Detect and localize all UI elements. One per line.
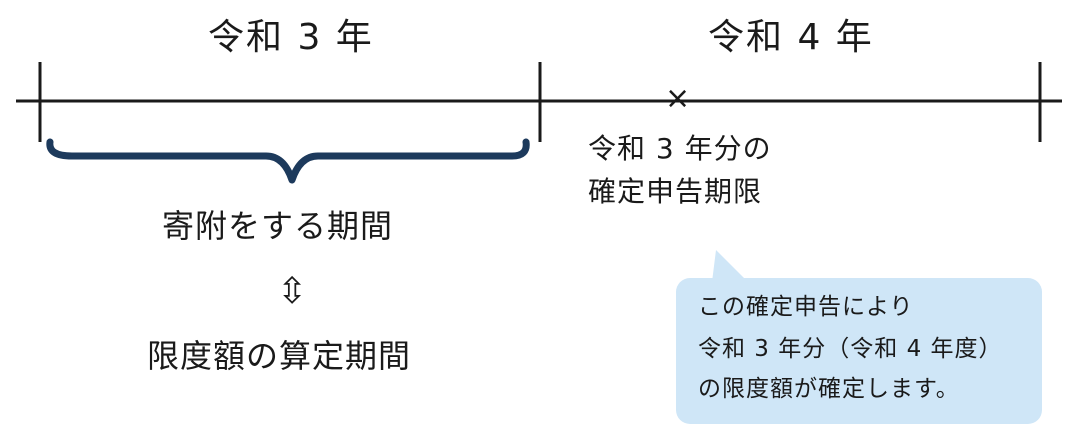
period-brace-icon xyxy=(46,138,530,184)
limit-calculation-period-label: 限度額の算定期間 xyxy=(147,337,412,375)
deadline-marker-icon: × xyxy=(665,81,691,116)
year-right-label: 令和 4 年 xyxy=(708,17,874,58)
year-left-label: 令和 3 年 xyxy=(208,17,374,58)
callout-line2: 令和 3 年分（令和 4 年度） xyxy=(698,336,1003,362)
callout-pointer-icon xyxy=(712,250,748,282)
deadline-label-line2: 確定申告期限 xyxy=(588,175,763,208)
callout-line1: この確定申告により xyxy=(698,294,914,320)
callout-line3: の限度額が確定します。 xyxy=(698,376,960,402)
up-down-arrow-icon: ⇳ xyxy=(277,271,308,312)
donation-period-label: 寄附をする期間 xyxy=(162,207,394,245)
callout-bubble: この確定申告により 令和 3 年分（令和 4 年度） の限度額が確定します。 xyxy=(676,278,1042,424)
deadline-label-line1: 令和 3 年分の xyxy=(588,132,772,165)
